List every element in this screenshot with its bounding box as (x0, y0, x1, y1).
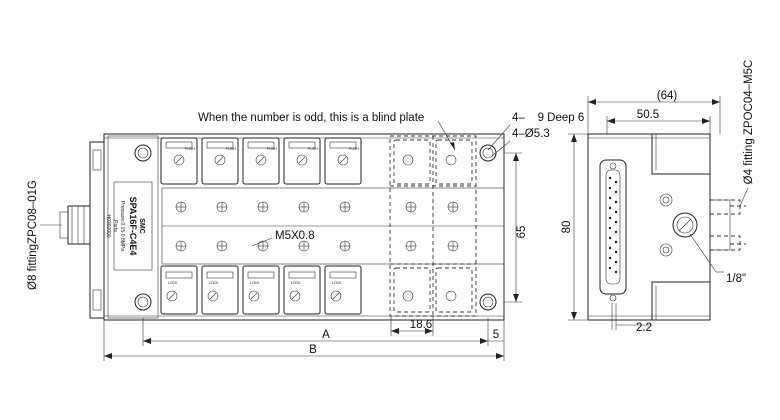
front-view: SPA16F-C4E4 Pressure:0.15-0.8MPa Ports H… (27, 112, 584, 361)
valve-unit: PUSH (324, 137, 362, 185)
dsub-connector (599, 159, 627, 302)
base-label-line1: SPA16F-C4E4 (128, 197, 138, 256)
valve-unit: PUSH (201, 137, 239, 185)
dim-64-label: (64) (657, 90, 678, 102)
screw-hole-icon (216, 240, 228, 252)
corner-bolt-icon (134, 144, 152, 162)
screw-hole-icon (339, 240, 351, 252)
manifold-body (103, 133, 505, 321)
screw-hole-icon (339, 201, 351, 213)
valve-unit: LOCK (201, 265, 239, 315)
valve-label: PUSH (267, 147, 277, 151)
dim-5-label: 5 (493, 329, 499, 341)
screw-hole-icon (298, 240, 310, 252)
valve-label: LOCK (250, 281, 260, 285)
brand-logo: SMC (138, 218, 145, 234)
left-flange (89, 141, 105, 319)
valve-unit: LOCK (324, 265, 362, 315)
base-label-line3: Ports (112, 220, 118, 232)
valve-unit: LOCK (283, 265, 321, 315)
valve-unit: LOCK (160, 265, 198, 315)
corner-bolt-icon (479, 144, 497, 162)
valve-label: LOCK (209, 281, 219, 285)
dim-2-2-label: 2.2 (636, 322, 652, 334)
base-label-line2: Pressure:0.15-0.8MPa (119, 201, 125, 251)
left-fitting-label: Ø8 fittingZPC08–01G (27, 180, 39, 290)
deep-callout: 4– 9 Deep 6 (512, 112, 584, 124)
valve-label: LOCK (291, 281, 301, 285)
dim-18-6-label: 18.6 (410, 319, 432, 331)
screw-hole-icon (175, 240, 187, 252)
valve-unit: PUSH (283, 137, 321, 185)
blind-plate-callout: When the number is odd, this is a blind … (198, 112, 424, 124)
screw-hole-icon (298, 201, 310, 213)
dim-A-label: A (322, 329, 330, 341)
valve-row-bottom: LOCK LOCK LOCK LOCK LOCK (160, 265, 362, 315)
corner-bolt-icon (479, 293, 497, 311)
side-port-icon (659, 243, 673, 257)
screw-hole-icon (447, 201, 459, 213)
screw-hole-icon (175, 201, 187, 213)
valve-label: PUSH (308, 147, 318, 151)
valve-row-top: PUSH PUSH PUSH PUSH PUSH (160, 137, 362, 185)
valve-unit: PUSH (160, 137, 198, 185)
screw-holes (175, 201, 459, 252)
main-port-icon (672, 212, 698, 238)
valve-unit: LOCK (242, 265, 280, 315)
screw-hole-icon (216, 201, 228, 213)
base-label-line4: H0302000 (105, 214, 111, 237)
side-port-icon (659, 193, 673, 207)
thread-callout: M5X0.8 (275, 230, 315, 242)
valve-label: PUSH (185, 147, 195, 151)
corner-bolt-icon (134, 293, 152, 311)
screw-hole-icon (405, 201, 417, 213)
side-view: (64) 50.5 80 2.2 1/8" Ø4 fitting ZPOC04–… (561, 60, 755, 334)
dim-B-label: B (309, 344, 317, 356)
screw-hole-icon (405, 240, 417, 252)
holes-callout: 4–Ø5.3 (512, 128, 550, 140)
dim-50-5-label: 50.5 (637, 109, 659, 121)
dim-65-label: 65 (516, 226, 528, 239)
screw-hole-icon (257, 240, 269, 252)
screw-hole-icon (257, 201, 269, 213)
dim-80-label: 80 (561, 221, 573, 234)
dim-1-8-label: 1/8" (726, 273, 746, 285)
valve-label: PUSH (226, 147, 236, 151)
valve-label: PUSH (349, 147, 359, 151)
valve-label: LOCK (332, 281, 342, 285)
valve-label: LOCK (168, 281, 178, 285)
right-fitting-label: Ø4 fitting ZPOC04–M5C (743, 60, 755, 185)
left-fitting (59, 205, 91, 245)
screw-hole-icon (447, 240, 459, 252)
valve-unit: PUSH (242, 137, 280, 185)
